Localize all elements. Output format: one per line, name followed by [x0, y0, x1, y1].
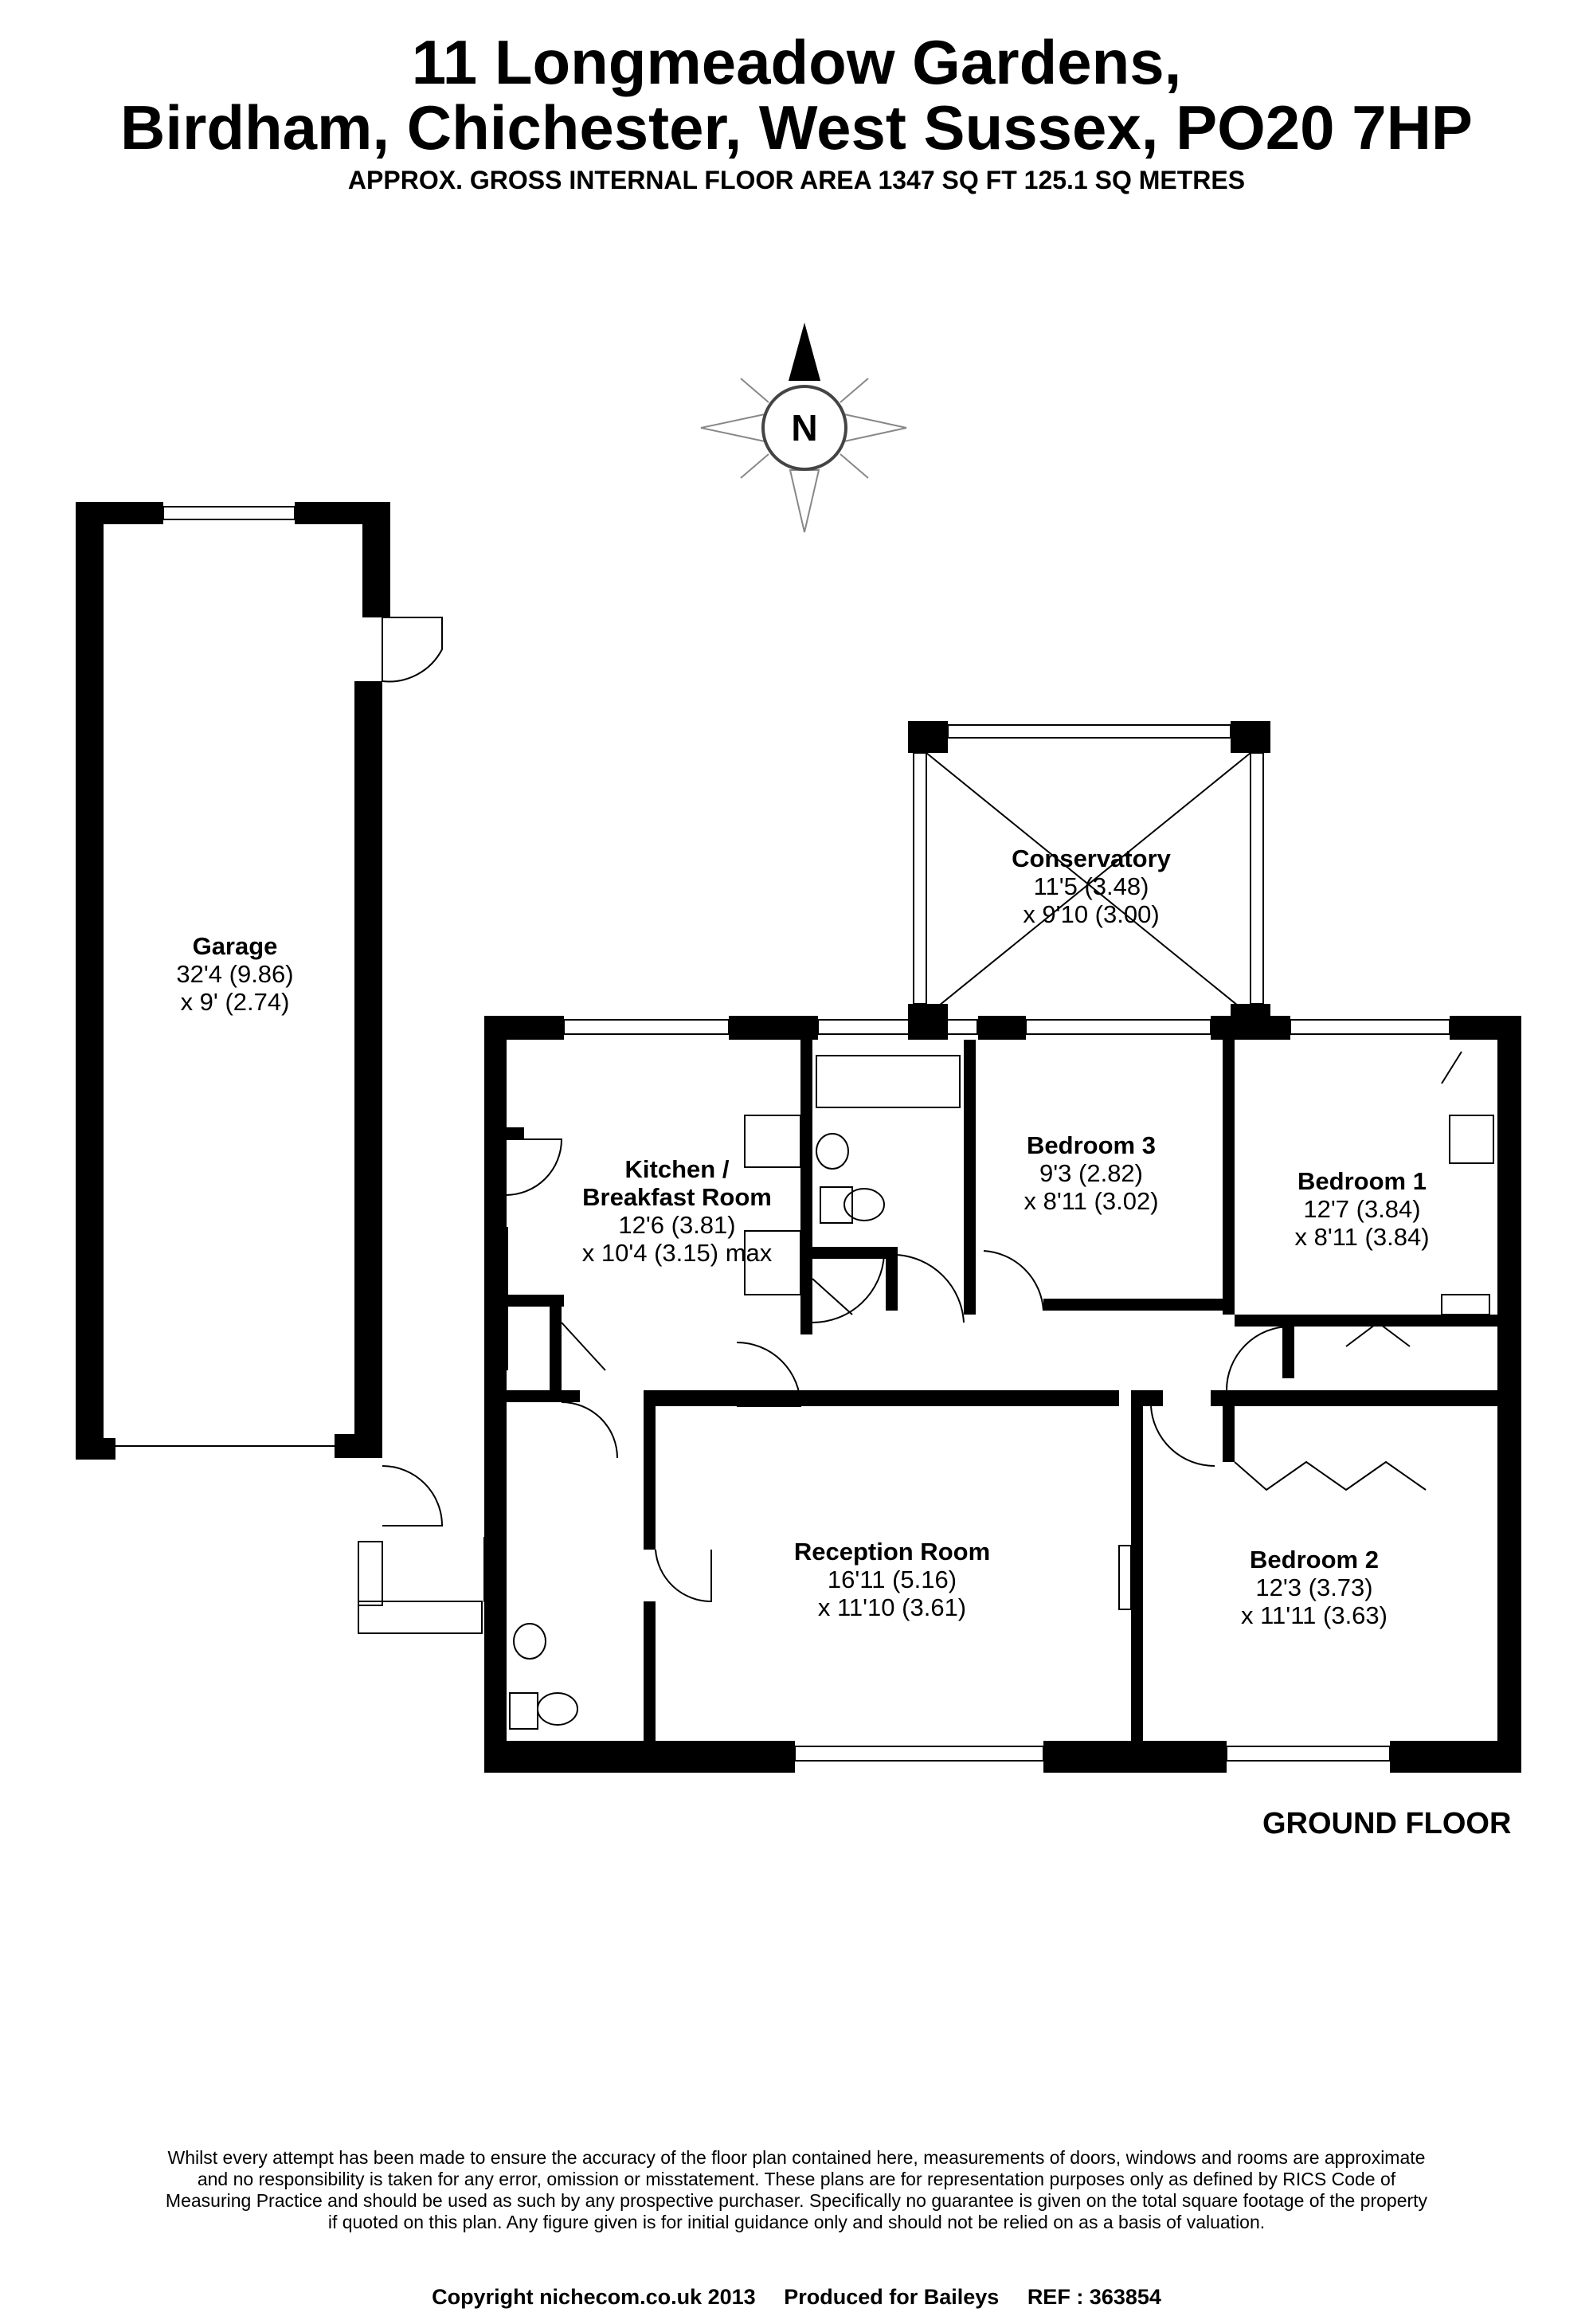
room-name: Conservatory: [1012, 845, 1171, 872]
room-dim: x 11'10 (3.61): [817, 1593, 967, 1621]
room-name: Bedroom 2: [1250, 1546, 1379, 1574]
compass-north-label: N: [791, 407, 817, 449]
room-name: Kitchen /: [624, 1155, 730, 1183]
room-dim: x 11'11 (3.63): [1241, 1601, 1388, 1629]
room-garage: Garage 32'4 (9.86) x 9' (2.74): [135, 932, 335, 1016]
internal-walls: [484, 1040, 1497, 1745]
door-swings: [358, 1051, 1494, 1730]
room-dim: x 10'4 (3.15) max: [581, 1239, 773, 1267]
reference-text: REF : 363854: [1027, 2285, 1161, 2309]
room-dim: 32'4 (9.86): [176, 960, 294, 988]
copyright-text: Copyright nichecom.co.uk 2013: [432, 2285, 756, 2309]
floor-label: GROUND FLOOR: [1262, 1807, 1512, 1840]
room-dim: 11'5 (3.48): [1033, 872, 1149, 900]
house-windows: [563, 724, 1450, 1762]
room-bedroom-3: Bedroom 3 9'3 (2.82) x 8'11 (3.02): [996, 1131, 1187, 1215]
room-dim: 9'3 (2.82): [1039, 1159, 1143, 1187]
room-name: Garage: [192, 932, 278, 960]
room-name: Bedroom 1: [1297, 1167, 1427, 1195]
room-name: Bedroom 3: [1027, 1131, 1156, 1159]
footer: Copyright nichecom.co.uk 2013 Produced f…: [0, 2285, 1593, 2310]
disclaimer-text: Whilst every attempt has been made to en…: [165, 2147, 1428, 2232]
garage-window: [115, 506, 335, 1447]
property-address-line1: 11 Longmeadow Gardens,: [411, 27, 1182, 97]
produced-for-text: Produced for Baileys: [784, 2285, 1000, 2309]
room-bedroom-2: Bedroom 2 12'3 (3.73) x 11'11 (3.63): [1219, 1546, 1410, 1629]
garage-walls: [76, 502, 390, 1460]
room-reception: Reception Room 16'11 (5.16) x 11'10 (3.6…: [765, 1538, 1020, 1621]
room-bedroom-1: Bedroom 1 12'7 (3.84) x 8'11 (3.84): [1266, 1167, 1458, 1251]
floor-area-summary: APPROX. GROSS INTERNAL FLOOR AREA 1347 S…: [347, 166, 1246, 194]
compass-icon: N: [700, 323, 907, 533]
house-walls: [484, 721, 1521, 1773]
room-dim: x 8'11 (3.84): [1294, 1223, 1430, 1251]
room-dim: x 8'11 (3.02): [1024, 1187, 1159, 1215]
room-name: Reception Room: [793, 1538, 991, 1566]
room-dim: 12'6 (3.81): [618, 1211, 736, 1239]
property-address-line2: Birdham, Chichester, West Sussex, PO20 7…: [120, 92, 1473, 163]
room-kitchen: Kitchen / Breakfast Room 12'6 (3.81) x 1…: [558, 1155, 796, 1267]
room-name: Breakfast Room: [582, 1183, 772, 1211]
room-dim: 16'11 (5.16): [827, 1566, 957, 1593]
garage-side-door: [382, 617, 443, 683]
room-dim: 12'7 (3.84): [1303, 1195, 1421, 1223]
room-dim: 12'3 (3.73): [1255, 1574, 1373, 1601]
room-conservatory: Conservatory 11'5 (3.48) x 9'10 (3.00): [988, 845, 1195, 928]
room-dim: x 9' (2.74): [180, 988, 290, 1016]
room-dim: x 9'10 (3.00): [1023, 900, 1160, 928]
